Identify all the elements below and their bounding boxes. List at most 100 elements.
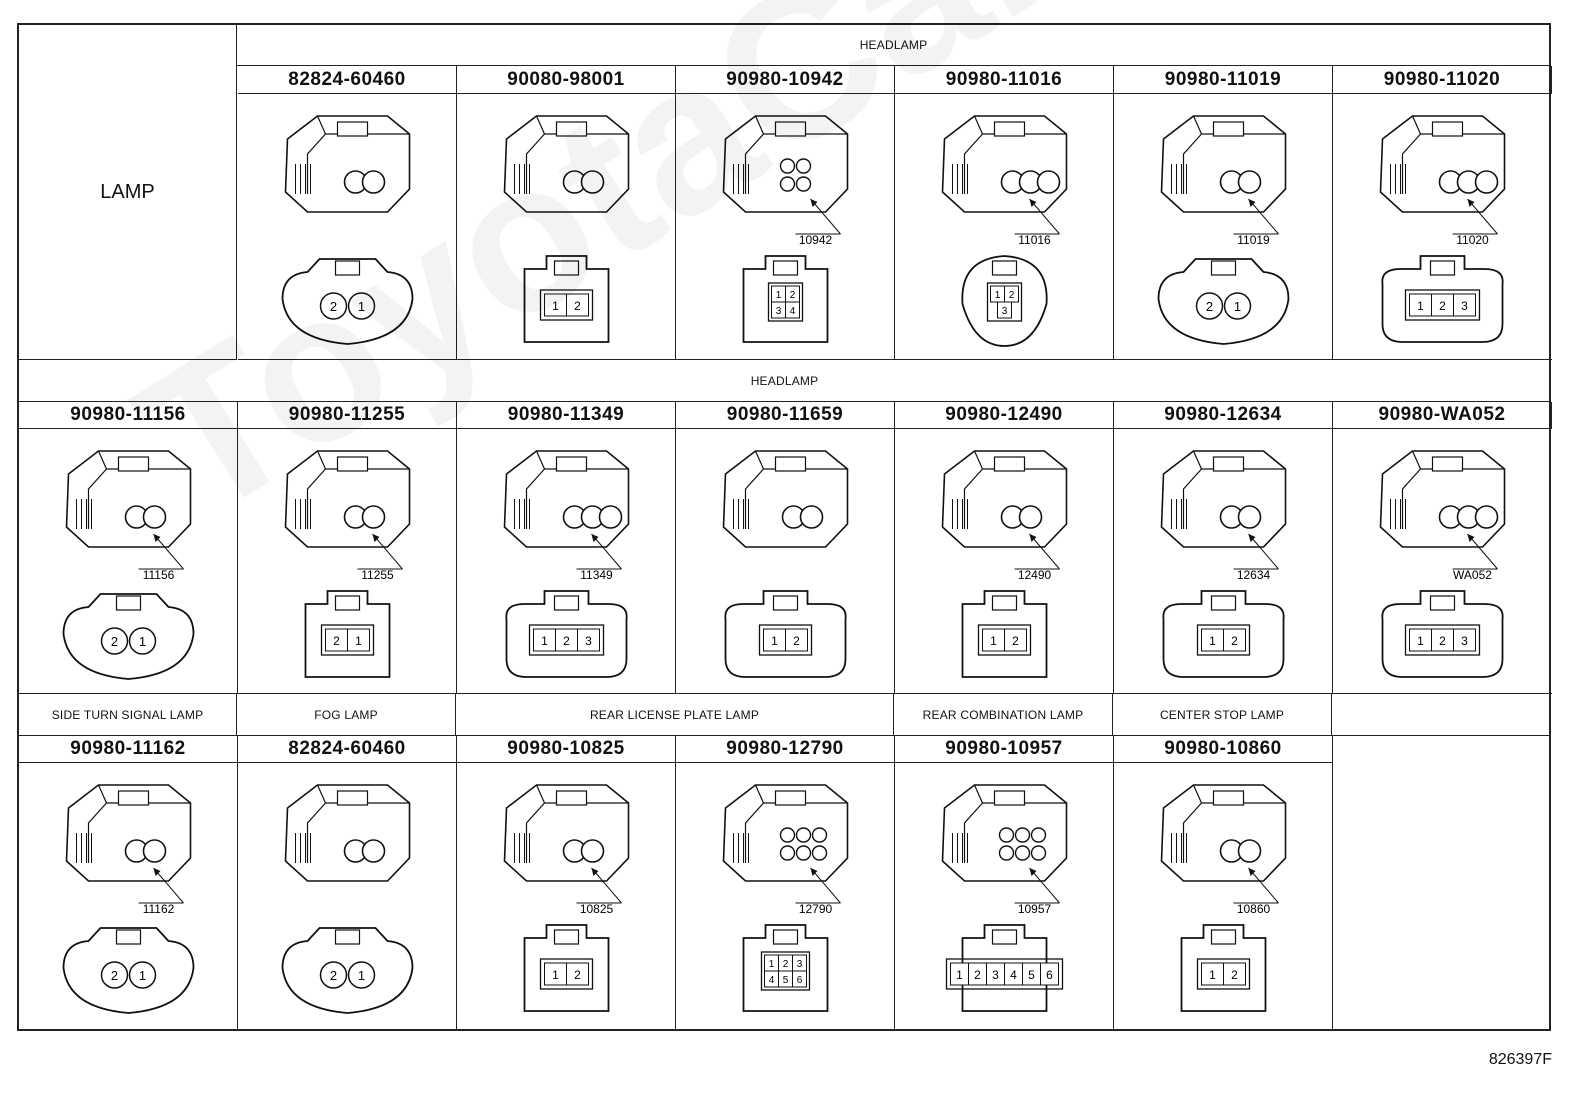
pin-number: 1 [1209,968,1216,982]
group-header-label: REAR COMBINATION LAMP [922,707,1084,722]
part-number: 90980-11019 [1114,66,1333,94]
callout: 11016 [1014,198,1060,247]
category-label-cell: LAMP [19,25,237,360]
group-header-label: SIDE TURN SIGNAL LAMP [51,707,204,722]
part-number: 90980-11255 [238,402,457,429]
part-number: 90980-12634 [1114,402,1333,429]
part-number: 90980-11349 [457,402,676,429]
pin-number: 3 [776,306,782,317]
pin-number: 4 [790,306,796,317]
callout: 12634 [1233,533,1279,582]
connector-body [503,450,630,548]
pin-number: 4 [1010,968,1017,982]
part-number: 90980-11659 [676,402,895,429]
connector-body [722,115,849,213]
connector-body [941,115,1068,213]
pin-number: 1 [552,299,559,313]
pin-number: 2 [1439,634,1446,648]
pin-number: 2 [1206,299,1213,314]
pin-number: 2 [330,299,337,314]
pin-number: 3 [1002,306,1008,317]
part-number: 90080-98001 [457,66,676,94]
group-header-label: HEADLAMP [750,373,819,388]
callout-label: 11156 [143,568,175,582]
pin-number: 1 [139,968,146,983]
callout: 11162 [138,867,184,916]
part-number: 90980-10957 [895,736,1114,763]
callout-label: 10957 [1018,902,1052,916]
group-header-side-turn: SIDE TURN SIGNAL LAMP [19,694,237,736]
callout-label: 11019 [1237,233,1270,247]
callout-label: 12790 [799,902,833,916]
group-header-rear-combination: REAR COMBINATION LAMP [894,694,1113,736]
pin-number: 3 [992,968,999,982]
part-number: 90980-11016 [895,66,1114,94]
pin-number: 2 [330,968,337,983]
connector-body [941,450,1068,548]
group-header-center-stop: CENTER STOP LAMP [1113,694,1332,736]
pin-number: 5 [783,975,789,986]
figure-reference: 826397F [1488,1051,1552,1068]
part-number: 90980-10825 [457,736,676,763]
connector-body [1379,115,1506,213]
group-header-label: FOG LAMP [314,707,378,722]
part-number: 90980-11156 [19,402,238,429]
connector-body [503,784,630,882]
pin-number: 2 [111,634,118,649]
connector-body [284,450,411,548]
pin-number: 1 [358,299,365,314]
part-number: 82824-60460 [238,66,457,94]
callout-label: 10825 [580,902,614,916]
group-header-empty [1332,694,1551,736]
pin-number: 1 [776,290,782,301]
group-header-fog: FOG LAMP [237,694,456,736]
pin-number: 2 [574,299,581,313]
pin-number: 6 [797,975,803,986]
pin-number: 2 [574,968,581,982]
group-header-license: REAR LICENSE PLATE LAMP [456,694,894,736]
callout-label: 11162 [143,902,175,916]
part-number: 90980-12490 [895,402,1114,429]
pin-number: 3 [1461,634,1468,648]
pin-number: 2 [793,634,800,648]
part-number: 82824-60460 [238,736,457,763]
callout: 10860 [1233,867,1279,916]
callout-label: 11349 [580,568,613,582]
pin-number: 1 [1417,299,1424,313]
pin-number: 1 [995,290,1001,301]
pin-number: 1 [541,634,548,648]
part-number: 90980-WA052 [1333,402,1552,429]
connector-body [284,115,411,213]
callout: 11156 [138,533,184,582]
pin-number: 3 [585,634,592,648]
